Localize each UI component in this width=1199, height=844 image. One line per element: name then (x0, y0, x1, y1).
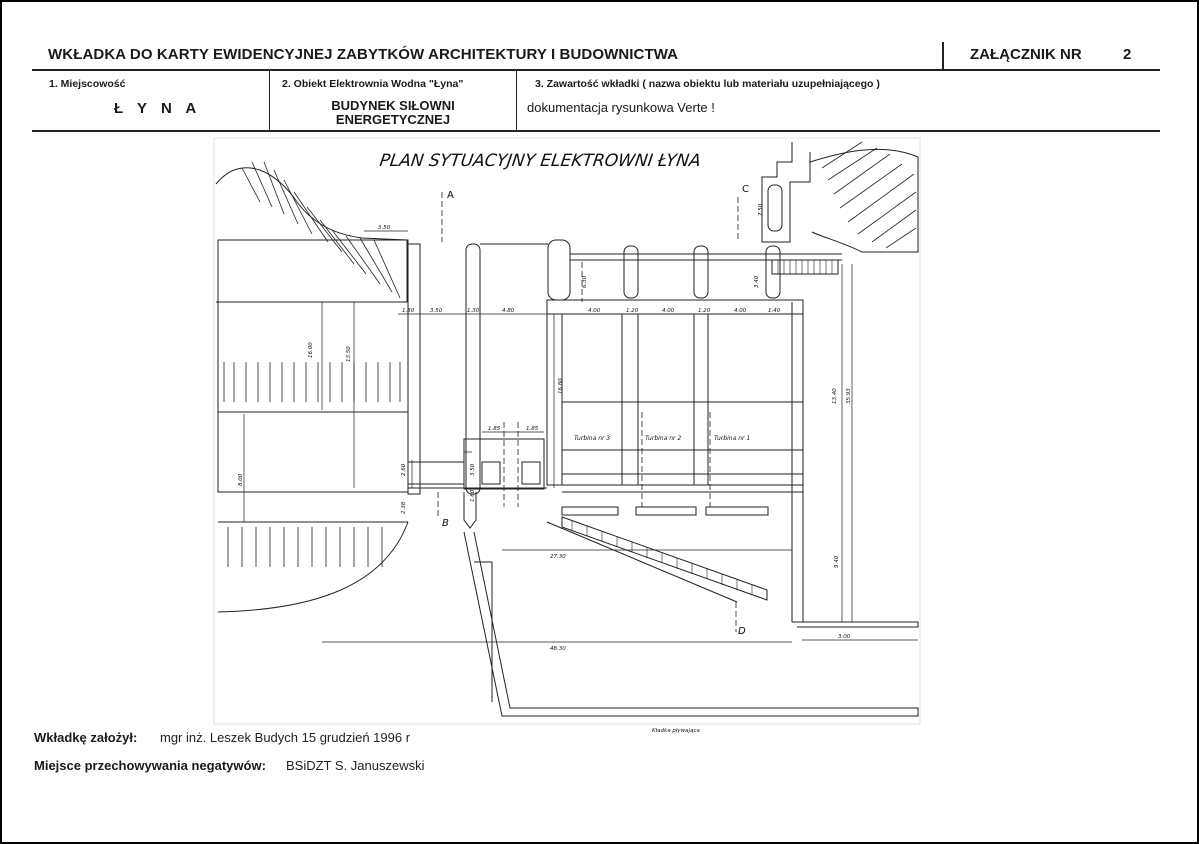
header-divider-vertical (942, 42, 944, 70)
column-6 (765, 245, 781, 299)
dim-400-b: 4.00 (662, 308, 675, 314)
left-block (217, 239, 409, 493)
founder-label: Wkładkę założył: (34, 730, 138, 745)
vent-slot (767, 184, 783, 232)
stepped-wall (761, 142, 811, 243)
top-grating (771, 259, 839, 275)
field-divider-1 (269, 71, 270, 132)
content-label: 3. Zawartość wkładki ( nazwa obiektu lub… (535, 78, 880, 90)
left-lower-curve (217, 521, 409, 613)
dim-120-b: 1.20 (698, 308, 711, 314)
header-rule (32, 69, 1160, 71)
column-5 (693, 245, 709, 299)
field-divider-2 (516, 71, 517, 132)
dim-750: 7.50 (758, 203, 764, 216)
dim-260: 2.60 (401, 463, 407, 476)
content-value: dokumentacja rysunkowa Verte ! (527, 100, 715, 115)
dim-350-b: 3.50 (430, 308, 443, 314)
dim-130-b: 1.30 (467, 308, 480, 314)
turbine-3-label: Turbina nr 3 (574, 435, 610, 442)
dim-185-b: 1.85 (526, 426, 539, 432)
dim-400-a: 4.00 (588, 308, 601, 314)
dim-940: 9.40 (834, 555, 840, 568)
column-3 (547, 239, 571, 301)
powerhouse-outline (546, 299, 804, 486)
dim-340: 3.40 (754, 275, 760, 288)
document-title: WKŁADKA DO KARTY EWIDENCYJNEJ ZABYTKÓW A… (48, 46, 679, 63)
sloped-wall (561, 516, 768, 601)
dim-140: 1.40 (768, 308, 781, 314)
drawing-title: PLAN SYTUACYJNY ELEKTROWNI ŁYNA (378, 151, 702, 171)
annex-number: 2 (1123, 46, 1132, 63)
dim-1680: 16.80 (558, 378, 564, 394)
dim-120-a: 1.20 (626, 308, 639, 314)
dim-300: 3.00 (838, 634, 851, 640)
place-label: 1. Miejscowość (49, 78, 126, 90)
dim-130-a: 1.30 (402, 308, 415, 314)
column-2 (465, 243, 481, 495)
object-value-line1: BUDYNEK SIŁOWNI (331, 98, 455, 113)
section-label-c: C (742, 184, 749, 195)
turbine-1-label: Turbina nr 1 (714, 435, 750, 442)
left-fence (223, 362, 401, 567)
column-1 (407, 243, 421, 495)
turbine-2-label: Turbina nr 2 (645, 435, 681, 442)
pier-tip (463, 492, 477, 529)
dim-800: 8.00 (238, 473, 244, 486)
place-value: Ł Y N A (114, 100, 202, 117)
right-hill (809, 148, 919, 253)
storage-value: BSiDZT S. Januszewski (286, 758, 425, 773)
dim-350-top: 3.50 (378, 225, 391, 231)
dim-480: 4.80 (502, 308, 515, 314)
section-label-a: A (447, 190, 454, 201)
drawing-frame (213, 137, 921, 725)
dim-630: 6.30 (582, 275, 588, 288)
dim-350-c: 3.50 (470, 463, 476, 476)
dim-1350: 13.50 (346, 346, 352, 362)
object-value: BUDYNEK SIŁOWNI ENERGETYCZNEJ (270, 99, 516, 127)
dim-185-a: 1.85 (488, 426, 501, 432)
dim-4830: 48.30 (550, 646, 566, 652)
section-label-b: B (442, 518, 449, 529)
column-4 (623, 245, 639, 299)
object-value-line2: ENERGETYCZNEJ (335, 112, 451, 127)
annex-label: ZAŁĄCZNIK NR (970, 46, 1082, 63)
bridge-label: Kładka pływająca (652, 728, 700, 734)
section-label-d: D (738, 626, 746, 637)
dim-2730: 27.30 (550, 554, 566, 560)
dim-3593: 35.93 (846, 388, 852, 404)
floating-bridge (463, 531, 919, 717)
dim-1340: 13.40 (832, 388, 838, 404)
object-label: 2. Obiekt Elektrownia Wodna "Łyna" (282, 78, 464, 90)
dim-1600: 16.00 (308, 342, 314, 358)
dim-160: 1.60 (470, 489, 476, 502)
left-hill-hatching (241, 161, 401, 299)
left-hill (215, 167, 408, 303)
right-hill-hatching (821, 141, 917, 249)
dim-238: 2.38 (401, 501, 407, 514)
founder-value: mgr inż. Leszek Budych 15 grudzień 1996 … (160, 730, 411, 745)
fields-rule (32, 130, 1160, 132)
storage-label: Miejsce przechowywania negatywów: (34, 758, 266, 773)
dim-400-c: 4.00 (734, 308, 747, 314)
